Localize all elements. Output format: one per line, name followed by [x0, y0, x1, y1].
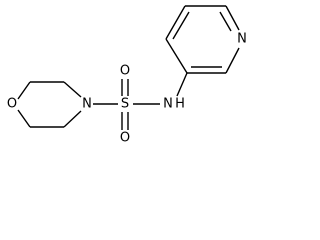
bond-nh-pyridine — [176, 72, 188, 97]
sulfonyl-oxygen-bottom-label: O — [120, 131, 130, 146]
bond — [165, 5, 186, 40]
bond — [17, 109, 31, 128]
bond — [63, 110, 82, 128]
chemical-structure: O N S O O N H N — [7, 5, 247, 146]
morpholine-ring — [17, 81, 82, 128]
sulfonyl-oxygen-top-label: O — [120, 64, 130, 79]
morpholine-nitrogen-label: N — [82, 97, 92, 112]
pyridine-ring — [165, 5, 240, 74]
aromatic-bond — [172, 11, 190, 40]
amide-hydrogen-label: H — [175, 97, 185, 112]
bond — [165, 38, 188, 74]
bond — [225, 47, 240, 74]
sulfonyl-group — [121, 79, 129, 130]
pyridine-nitrogen-label: N — [237, 32, 247, 47]
sulfur-label: S — [121, 97, 129, 112]
aromatic-bond — [219, 11, 232, 32]
bond — [63, 81, 82, 98]
bond — [225, 5, 240, 31]
morpholine-oxygen-label: O — [7, 97, 17, 112]
amide-nitrogen-label: N — [163, 97, 173, 112]
bond — [17, 81, 31, 100]
